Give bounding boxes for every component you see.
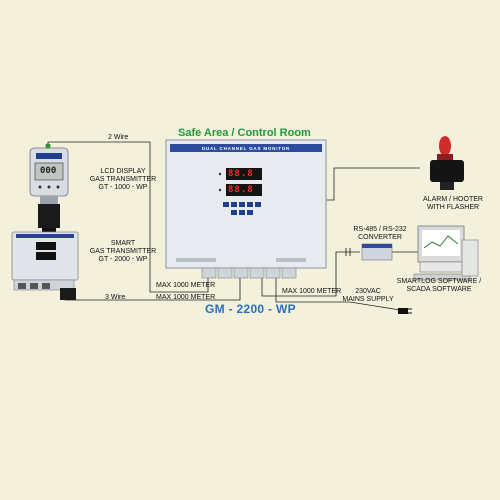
- connector-icon: [345, 248, 351, 256]
- label-lcd-transmitter: LCD DISPLAY GAS TRANSMITTER GT - 1000 - …: [89, 168, 157, 191]
- computer-device: [413, 225, 479, 281]
- panel-header: DUAL CHANNEL GAS MONITOR: [201, 146, 291, 151]
- converter-device: [361, 243, 393, 261]
- label-software: SMARTLOG SOFTWARE / SCADA SOFTWARE: [396, 278, 482, 293]
- wire-lcd-to-panel: [47, 141, 209, 293]
- label-mains: 230VAC MAINS SUPPLY: [342, 288, 394, 303]
- label-max-right: MAX 1000 METER: [282, 288, 342, 295]
- label-2-wire: 2 Wire: [108, 134, 129, 141]
- mains-plug: [398, 308, 412, 314]
- gas-monitor-panel: [165, 139, 327, 279]
- lcd-display-value: 000: [40, 166, 57, 176]
- label-smart-transmitter: SMART GAS TRANSMITTER GT - 2000 - WP: [89, 240, 157, 263]
- smart-transmitter-device: [11, 231, 79, 300]
- label-3-wire: 3 Wire: [105, 294, 126, 301]
- wire-panel-to-converter: [261, 251, 360, 297]
- display-bottom: 88.8: [228, 185, 254, 195]
- label-max-bottom-left: MAX 1000 METER: [156, 294, 216, 301]
- label-max-left: MAX 1000 METER: [156, 282, 216, 289]
- label-converter: RS-485 / RS-232 CONVERTER: [353, 226, 407, 241]
- label-alarm: ALARM / HOOTER WITH FLASHER: [423, 196, 483, 211]
- alarm-hooter-device: [430, 136, 464, 190]
- display-top: 88.8: [228, 169, 254, 179]
- safe-area-title: Safe Area / Control Room: [178, 127, 311, 139]
- wire-panel-to-mains: [275, 276, 401, 311]
- lcd-transmitter-device: [29, 143, 69, 236]
- model-title: GM - 2200 - WP: [205, 302, 296, 316]
- wire-panel-to-alarm: [325, 167, 420, 201]
